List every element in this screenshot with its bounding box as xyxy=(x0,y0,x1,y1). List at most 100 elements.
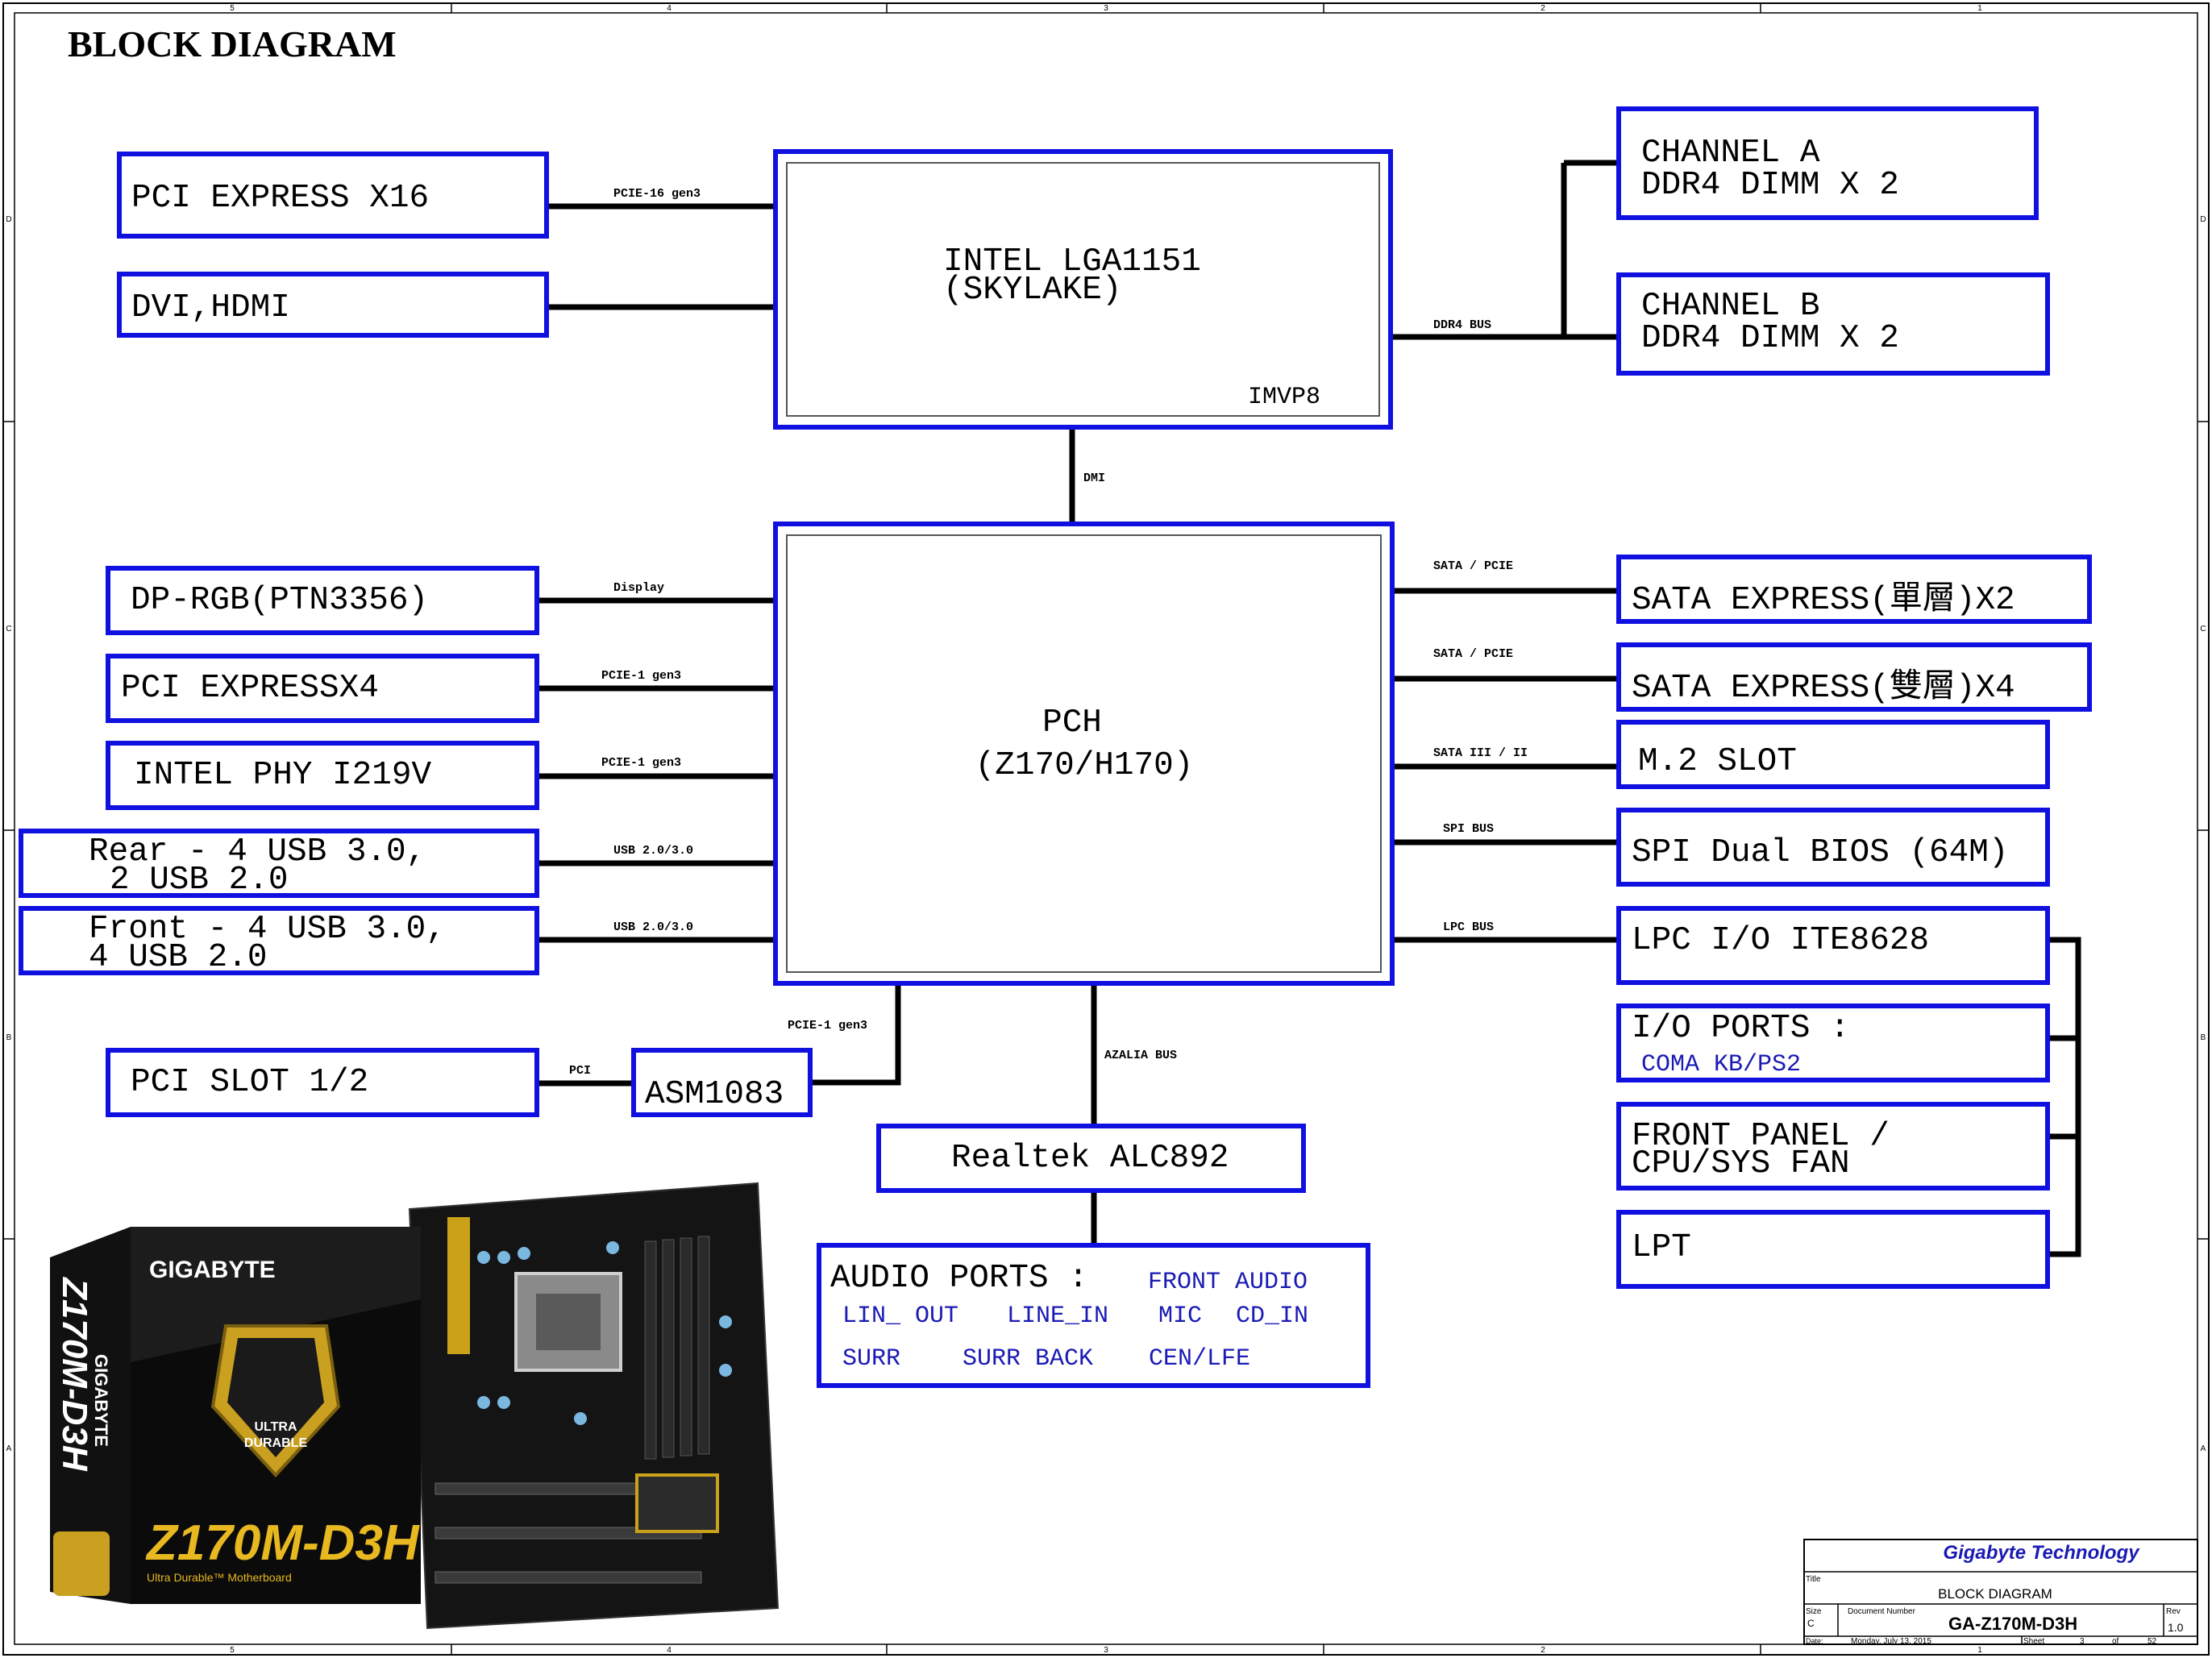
box-brand: GIGABYTE xyxy=(149,1257,276,1283)
cpu-inner-frame xyxy=(786,162,1380,417)
label-dvi-hdmi: DVI,HDMI xyxy=(131,289,290,326)
box-pcie-x16 xyxy=(117,152,549,239)
box-front-panel xyxy=(1616,1102,2050,1191)
tb-date-value: Monday, July 13, 2015 xyxy=(1851,1637,1931,1646)
label-channel-a-2: DDR4 DIMM X 2 xyxy=(1641,167,1899,204)
zone-right-a: A xyxy=(2201,1444,2206,1453)
tb-docnum-label: Document Number xyxy=(1848,1607,1916,1616)
bus-usb-b: USB 2.0/3.0 xyxy=(613,920,693,934)
label-cpu-line1: INTEL LGA1151 xyxy=(943,243,1201,280)
label-front-panel-2: CPU/SYS FAN xyxy=(1632,1145,1850,1182)
box-model: Z170M-D3H xyxy=(145,1515,420,1571)
label-pcie-x4: PCI EXPRESSX4 xyxy=(121,670,379,707)
block-boxes xyxy=(19,106,2092,1388)
dimm-slot-4 xyxy=(697,1236,710,1455)
sheet-inner-border xyxy=(14,12,2198,1645)
bus-pci: PCI xyxy=(569,1064,591,1078)
page-title: BLOCK DIAGRAM xyxy=(68,23,397,64)
sub-labels: COMA KB/PS2 FRONT AUDIO LIN_ OUT LINE_IN… xyxy=(842,1051,1801,1373)
box-intel-phy xyxy=(106,741,539,810)
tb-docnum-value: GA-Z170M-D3H xyxy=(1948,1614,2077,1634)
block-labels: PCI EXPRESS X16 DVI,HDMI INTEL LGA1151 (… xyxy=(89,135,2015,1297)
box-audio-ports xyxy=(817,1243,1370,1388)
bus-spi: SPI BUS xyxy=(1443,822,1494,836)
label-audio-front: FRONT AUDIO xyxy=(1148,1269,1308,1296)
label-intel-phy: INTEL PHY I219V xyxy=(134,757,431,794)
capacitors xyxy=(477,1241,732,1425)
box-side-brand: GIGABYTE xyxy=(91,1354,111,1447)
box-cpu xyxy=(773,149,1393,430)
label-lpt: LPT xyxy=(1632,1229,1691,1266)
label-dp-rgb: DP-RGB(PTN3356) xyxy=(131,582,428,619)
label-io-items: COMA KB/PS2 xyxy=(1641,1051,1801,1078)
box-dvi-hdmi xyxy=(117,272,549,338)
box-io-ports xyxy=(1616,1004,2050,1082)
tb-company: Gigabyte Technology xyxy=(1943,1542,2140,1564)
bus-azalia: AZALIA BUS xyxy=(1104,1049,1177,1062)
label-m2: M.2 SLOT xyxy=(1638,743,1797,780)
box-spi xyxy=(1616,808,2050,887)
dimm-slot-3 xyxy=(680,1237,692,1456)
tb-rev-label: Rev xyxy=(2166,1607,2181,1616)
zone-top-4: 4 xyxy=(667,4,672,13)
label-sata-x2: SATA EXPRESS(單層)X2 xyxy=(1632,581,2015,619)
box-channel-a xyxy=(1616,106,2039,220)
pcie-slot-3 xyxy=(434,1571,702,1584)
box-lpc xyxy=(1616,906,2050,985)
tb-size-label: Size xyxy=(1806,1607,1822,1616)
box-lpt xyxy=(1616,1210,2050,1289)
box-realtek xyxy=(876,1124,1306,1193)
product-image: GIGABYTE GIGABYTE Z170M-D3H ULTRA DURABL… xyxy=(50,1182,780,1630)
box-dp-rgb xyxy=(106,566,539,635)
label-audio-mic: MIC xyxy=(1158,1303,1202,1330)
bus-pcie16: PCIE-16 gen3 xyxy=(613,187,701,201)
label-audio-ports: AUDIO PORTS : xyxy=(830,1260,1088,1297)
zone-left-a: A xyxy=(6,1444,12,1453)
box-pcie-x4 xyxy=(106,654,539,723)
label-pcie-x16: PCI EXPRESS X16 xyxy=(131,180,429,217)
bus-display: Display xyxy=(613,581,664,595)
zone-ticks xyxy=(3,3,2209,1655)
label-realtek: Realtek ALC892 xyxy=(951,1140,1229,1177)
box-rear-usb xyxy=(19,829,539,898)
box-sata-x4 xyxy=(1616,642,2092,712)
zone-markers: 5 4 3 2 1 5 4 3 2 1 D C B A D C B A xyxy=(6,4,2206,1655)
tb-date-label: Date: xyxy=(1806,1637,1823,1645)
label-audio-surr: SURR xyxy=(842,1345,900,1373)
tb-of-value: 52 xyxy=(2148,1637,2157,1646)
shield-inner xyxy=(227,1338,324,1457)
box-channel-b xyxy=(1616,272,2050,376)
label-audio-surrback: SURR BACK xyxy=(963,1345,1093,1373)
bus-pcie1-a: PCIE-1 gen3 xyxy=(601,669,681,683)
wire-lpc-trunk xyxy=(2048,937,2081,1257)
bus-sata3: SATA III / II xyxy=(1433,746,1528,760)
box-side-model: Z170M-D3H xyxy=(55,1276,94,1472)
label-sata-x4: SATA EXPRESS(雙層)X4 xyxy=(1632,668,2015,707)
cpu-socket-core xyxy=(536,1294,601,1350)
box-side xyxy=(50,1227,131,1604)
bus-usb-a: USB 2.0/3.0 xyxy=(613,844,693,858)
bus-labels: PCIE-16 gen3 DDR4 BUS DMI Display PCIE-1… xyxy=(569,187,1528,1078)
label-rear-usb-1: Rear - 4 USB 3.0, xyxy=(89,833,426,871)
zone-top-1: 1 xyxy=(1977,4,1982,13)
label-pch-line2: (Z170/H170) xyxy=(975,747,1194,784)
bus-sata-pcie-b: SATA / PCIE xyxy=(1433,647,1513,661)
box-front-usb xyxy=(19,906,539,975)
tb-title-value: BLOCK DIAGRAM xyxy=(1938,1586,2052,1602)
box-m2 xyxy=(1616,720,2050,789)
zone-top-5: 5 xyxy=(230,4,235,13)
label-pci-slot: PCI SLOT 1/2 xyxy=(131,1064,368,1101)
box-sata-x2 xyxy=(1616,555,2092,624)
label-front-usb-1: Front - 4 USB 3.0, xyxy=(89,911,446,948)
title-block: Gigabyte Technology Title BLOCK DIAGRAM … xyxy=(1803,1539,2198,1646)
box-front-band xyxy=(131,1227,421,1362)
zone-right-d: D xyxy=(2200,215,2206,224)
label-cpu-line2: (SKYLAKE) xyxy=(943,272,1121,309)
tb-title-label: Title xyxy=(1806,1575,1821,1584)
wire-pcie1-asm xyxy=(810,985,901,1086)
tb-of-label: of xyxy=(2112,1637,2119,1646)
title-block-frame xyxy=(1803,1539,2198,1645)
label-imvp8: IMVP8 xyxy=(1248,384,1320,411)
dimm-slot-1 xyxy=(644,1240,657,1460)
